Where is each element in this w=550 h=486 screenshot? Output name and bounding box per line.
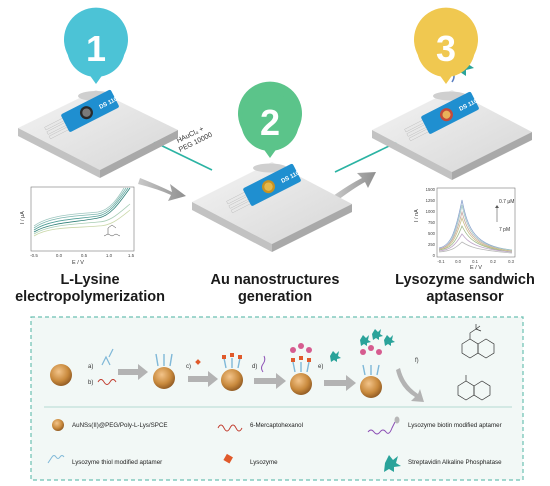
dpv-annotation-top: 0.7 μM [499,199,514,205]
step-arrow [324,375,356,391]
lysine-structure [103,224,121,237]
cv-xtick: 1.5 [128,253,135,258]
scheme-sequence: a) b) c) d) e) f [50,324,495,402]
naphthol-structure [457,375,491,401]
scheme-step-label: f) [415,358,419,364]
flow-arrow [333,172,376,200]
dpv-ylabel: I / nA [414,209,420,222]
dpv-ytick: 250 [428,242,436,247]
legend-label: Lysozyme [250,459,278,466]
step-2-badge: 2 [237,81,302,158]
thiol-aptamer-icon [101,348,114,366]
step-3-title: Lysozyme sandwich aptasensor [385,272,545,306]
cv-plot: I / μA E / V -0.5 0.0 0.5 1.0 1.5 [20,186,135,266]
cv-xlabel: E / V [72,260,84,266]
legend-label: 6-Mercaptohexanol [250,422,303,429]
step-1-platform: DS 110 [18,89,178,178]
legend-label: Lysozyme thiol modified aptamer [72,459,162,466]
step-arrow [118,364,148,380]
dpv-plot: 0.7 μM 7 pM I / nA 1500 1250 1000 750 50… [414,187,516,271]
step-2-title-line1: Au nanostructures [210,272,340,288]
scheme-step-label: d) [252,364,257,370]
legend: AuNSs(II)@PEG/Poly-L-Lys/SPCE 6-Mercapto… [47,416,502,472]
step-1-badge: 1 [63,7,128,85]
dpv-annotation-bottom: 7 pM [499,227,510,233]
mercaptohexanol-icon [97,379,117,385]
legend-streptavidin-icon [384,455,401,472]
legend-thiol-aptamer-icon [47,455,65,464]
cv-xtick: 1.0 [106,253,113,258]
legend-label: Streptavidin Alkaline Phosphatase [408,459,502,466]
lysozyme-icon [195,359,201,365]
step-3-badge: 3 [414,7,479,85]
legend-biotin-aptamer-icon [367,421,396,435]
step-1-title-line2: electropolymerization [15,289,165,305]
legend-lysozyme-icon [223,453,233,464]
cv-xtick: 0.0 [56,253,63,258]
step-1-title-line1: L-Lysine [60,272,120,288]
step-3-title-line2: aptasensor [426,289,504,305]
cv-xtick: -0.5 [30,253,38,258]
cv-xtick: 0.5 [81,253,88,258]
step-2-platform: DS 110 [192,162,352,252]
dpv-ytick: 500 [428,231,436,236]
dpv-xtick: 0.1 [472,259,478,264]
step-2-number: 2 [260,102,280,143]
legend-label: Lysozyme biotin modified aptamer [408,422,502,429]
electrode-chip: DS 110 [226,163,301,214]
step-1-number: 1 [86,28,106,69]
electrode-chip: DS 110 [404,91,479,142]
dpv-ytick: 1500 [426,187,436,192]
naphthyl-phosphate-structure [461,324,495,359]
dpv-xtick: 0.3 [508,259,514,264]
step-3-number: 3 [436,28,456,69]
scheme-step-label: c) [186,364,191,370]
step-arrow [188,371,218,387]
scheme-step-label: a) [88,364,93,370]
step-3-title-line1: Lysozyme sandwich [395,272,535,288]
cv-ylabel: I / μA [20,211,26,224]
scheme-step-label: b) [88,380,93,386]
step-3-platform: DS 110 [372,54,532,180]
legend-mercaptohexanol-icon [217,424,243,432]
dpv-xtick: 0.2 [490,259,496,264]
dpv-ytick: 1250 [426,198,436,203]
dpv-ytick: 1000 [426,209,436,214]
legend-nanostructure-icon [52,419,64,431]
scheme-panel [30,316,524,481]
dpv-xtick: 0.0 [455,259,461,264]
dpv-ytick: 750 [428,220,436,225]
step-1-title: L-Lysine electropolymerization [10,272,170,306]
step-arrow [254,373,286,389]
step-2-title: Au nanostructures generation [190,272,360,306]
dpv-xlabel: E / V [470,265,482,271]
flow-arrow [138,178,186,201]
nanostructure-particle [50,364,72,386]
legend-label: AuNSs(II)@PEG/Poly-L-Lys/SPCE [72,422,167,429]
curved-arrow [396,368,424,402]
electrode-chip: DS 110 [44,89,119,140]
scheme-step-label: e) [318,364,323,370]
dpv-ytick: 0 [433,253,436,258]
step-2-title-line2: generation [237,289,313,305]
dpv-xtick: -0.1 [437,259,445,264]
